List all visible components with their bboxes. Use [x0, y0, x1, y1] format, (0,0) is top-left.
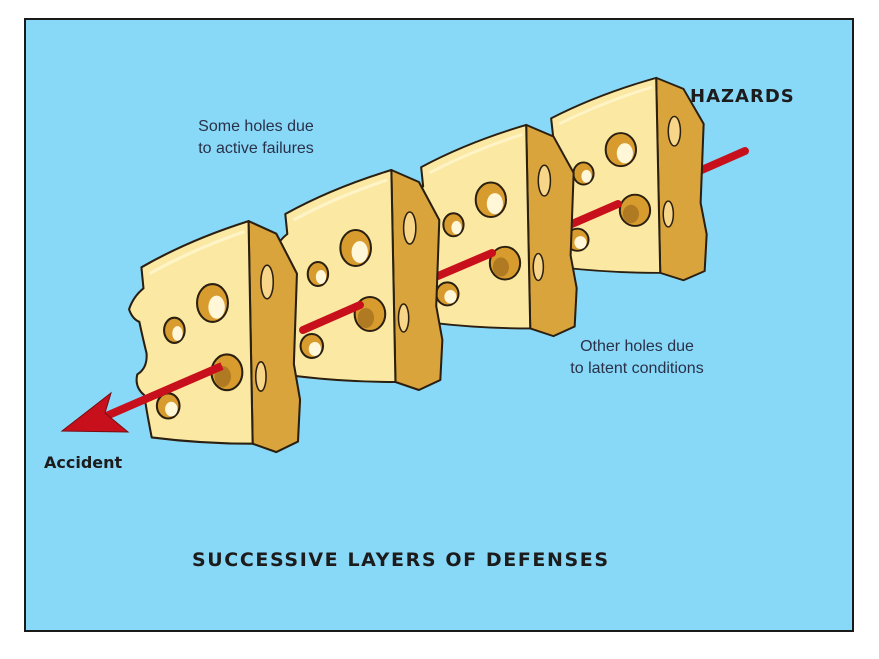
cheese-slice-1 — [127, 219, 302, 454]
latent-conditions-line-2: to latent conditions — [570, 360, 704, 377]
latent-conditions-note: Other holes due to latent conditions — [542, 336, 732, 380]
active-failures-note: Some holes due to active failures — [168, 116, 344, 160]
diagram-title: SUCCESSIVE LAYERS OF DEFENSES — [192, 549, 610, 571]
hazards-label: HAZARDS — [690, 86, 795, 107]
arrow-shaft-segment — [561, 200, 622, 231]
cheese-slice-2 — [271, 168, 444, 392]
accident-label: Accident — [44, 453, 123, 472]
active-failures-line-2: to active failures — [198, 140, 314, 157]
active-failures-line-1: Some holes due — [198, 118, 314, 135]
arrow-shaft-segment — [102, 362, 224, 421]
arrow-shaft-segment — [434, 249, 496, 280]
arrowhead-icon — [60, 391, 130, 433]
arrow-shaft-segment — [299, 301, 364, 334]
latent-conditions-line-1: Other holes due — [580, 338, 694, 355]
